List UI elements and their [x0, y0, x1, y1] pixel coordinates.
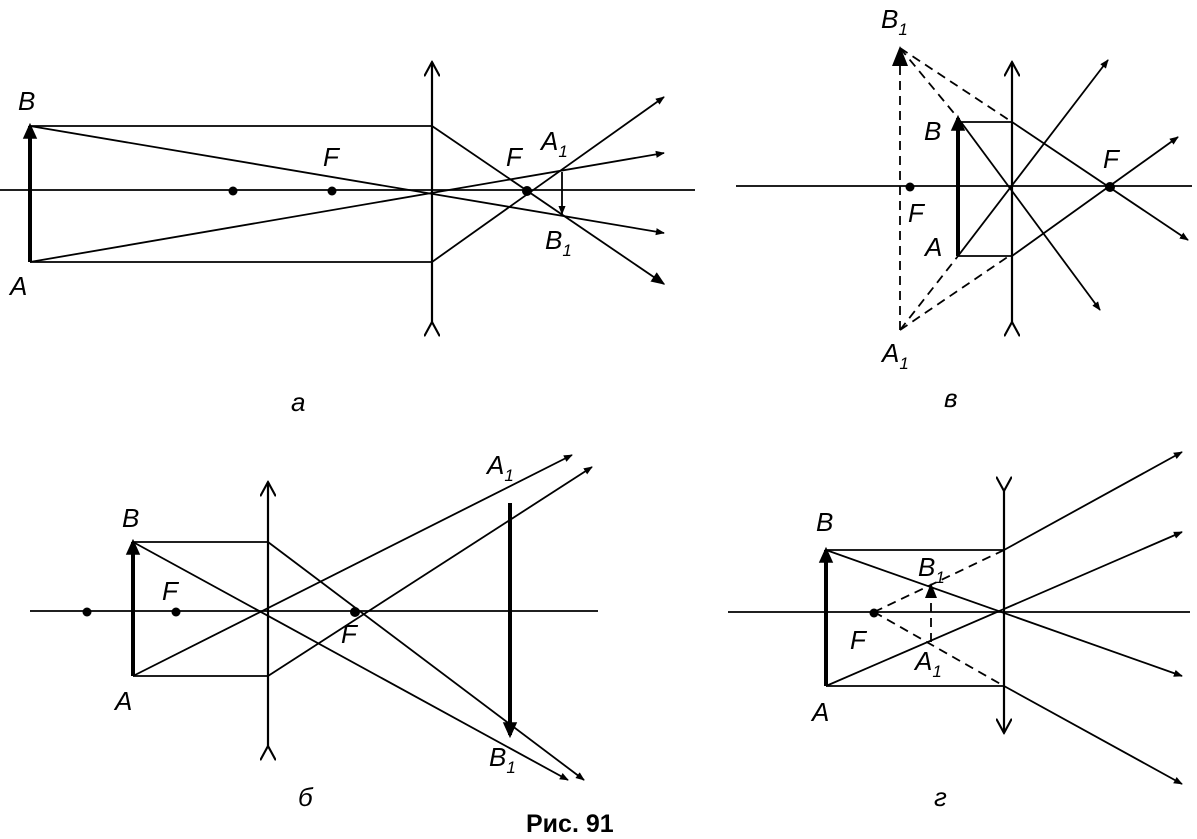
ray	[1003, 451, 1183, 551]
focus-point	[228, 186, 238, 196]
label-F-left: F	[323, 142, 341, 172]
focus-point	[1105, 182, 1115, 192]
virtual-ray	[899, 47, 959, 119]
panel-caption: а	[291, 387, 305, 417]
label-A: A	[8, 271, 27, 301]
label-B1: B1	[918, 552, 945, 587]
ray	[1011, 136, 1179, 257]
focus-point	[905, 182, 915, 192]
label-A: A	[923, 232, 942, 262]
panel-v: B A F F B1 A1 в	[736, 4, 1192, 413]
focus-point	[82, 607, 92, 617]
ray	[1011, 121, 1189, 241]
ray	[29, 125, 665, 236]
label-F-right: F	[341, 619, 359, 649]
focus-point	[171, 607, 181, 617]
ray	[132, 454, 573, 677]
ray	[431, 125, 666, 285]
panel-caption: г	[934, 782, 947, 812]
ray	[825, 531, 1183, 687]
label-A1: A1	[913, 646, 942, 681]
panel-a: B A F F A1 B1 а	[0, 62, 695, 417]
panel-g: B A F B1 A1 г	[728, 451, 1190, 812]
label-B1: B1	[489, 742, 516, 777]
focus-point	[869, 608, 879, 618]
label-B: B	[122, 503, 139, 533]
focus-point	[522, 186, 532, 196]
panel-b: B A F F A1 B1 б	[30, 450, 598, 812]
focus-point	[327, 186, 337, 196]
label-F: F	[850, 625, 868, 655]
label-F-left: F	[162, 576, 180, 606]
ray	[1003, 685, 1183, 785]
label-B: B	[18, 86, 35, 116]
ray	[431, 96, 665, 263]
virtual-image-head	[925, 583, 937, 598]
virtual-ray	[899, 255, 959, 331]
panel-caption: б	[298, 782, 314, 812]
virtual-ray	[873, 549, 1005, 613]
label-F-right: F	[506, 142, 524, 172]
virtual-ray	[873, 611, 1005, 687]
ray	[267, 541, 585, 781]
label-F-left: F	[908, 198, 926, 228]
panel-caption: в	[944, 383, 958, 413]
ray	[267, 466, 593, 677]
ray	[132, 541, 569, 781]
label-F-right: F	[1103, 144, 1121, 174]
label-A: A	[810, 697, 829, 727]
label-B: B	[924, 116, 941, 146]
label-A1: A1	[485, 450, 514, 485]
label-B: B	[816, 507, 833, 537]
label-A1: A1	[539, 126, 568, 161]
virtual-image-head	[892, 46, 908, 66]
focus-point	[350, 607, 360, 617]
label-A: A	[113, 686, 132, 716]
ray	[957, 59, 1109, 257]
label-A1: A1	[880, 338, 909, 373]
ray	[957, 117, 1101, 311]
virtual-ray	[899, 253, 1013, 331]
figure-title: Рис. 91	[526, 810, 614, 838]
ray	[825, 549, 1183, 677]
label-B1: B1	[545, 225, 572, 260]
label-B1: B1	[881, 4, 908, 39]
virtual-ray	[899, 47, 1013, 123]
